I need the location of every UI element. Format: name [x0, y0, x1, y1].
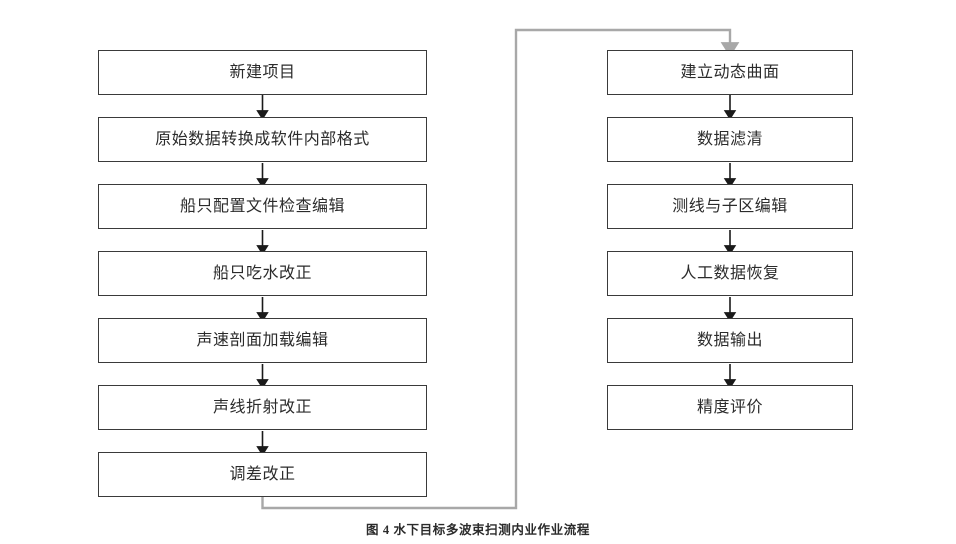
node-vessel-draft-correct[interactable]: 船只吃水改正 — [98, 251, 427, 296]
node-line-subarea-edit[interactable]: 测线与子区编辑 — [607, 184, 853, 229]
node-build-dynamic-surface[interactable]: 建立动态曲面 — [607, 50, 853, 95]
figure-caption: 图 4 水下目标多波束扫测内业作业流程 — [366, 523, 590, 537]
node-data-output[interactable]: 数据输出 — [607, 318, 853, 363]
node-sound-velocity-profile[interactable]: 声速剖面加载编辑 — [98, 318, 427, 363]
node-raw-data-convert[interactable]: 原始数据转换成软件内部格式 — [98, 117, 427, 162]
node-new-project[interactable]: 新建项目 — [98, 50, 427, 95]
node-data-filtering[interactable]: 数据滤清 — [607, 117, 853, 162]
node-ray-refraction-correct[interactable]: 声线折射改正 — [98, 385, 427, 430]
node-manual-data-recovery[interactable]: 人工数据恢复 — [607, 251, 853, 296]
node-accuracy-evaluation[interactable]: 精度评价 — [607, 385, 853, 430]
node-vessel-config-check[interactable]: 船只配置文件检查编辑 — [98, 184, 427, 229]
node-residual-correct[interactable]: 调差改正 — [98, 452, 427, 497]
